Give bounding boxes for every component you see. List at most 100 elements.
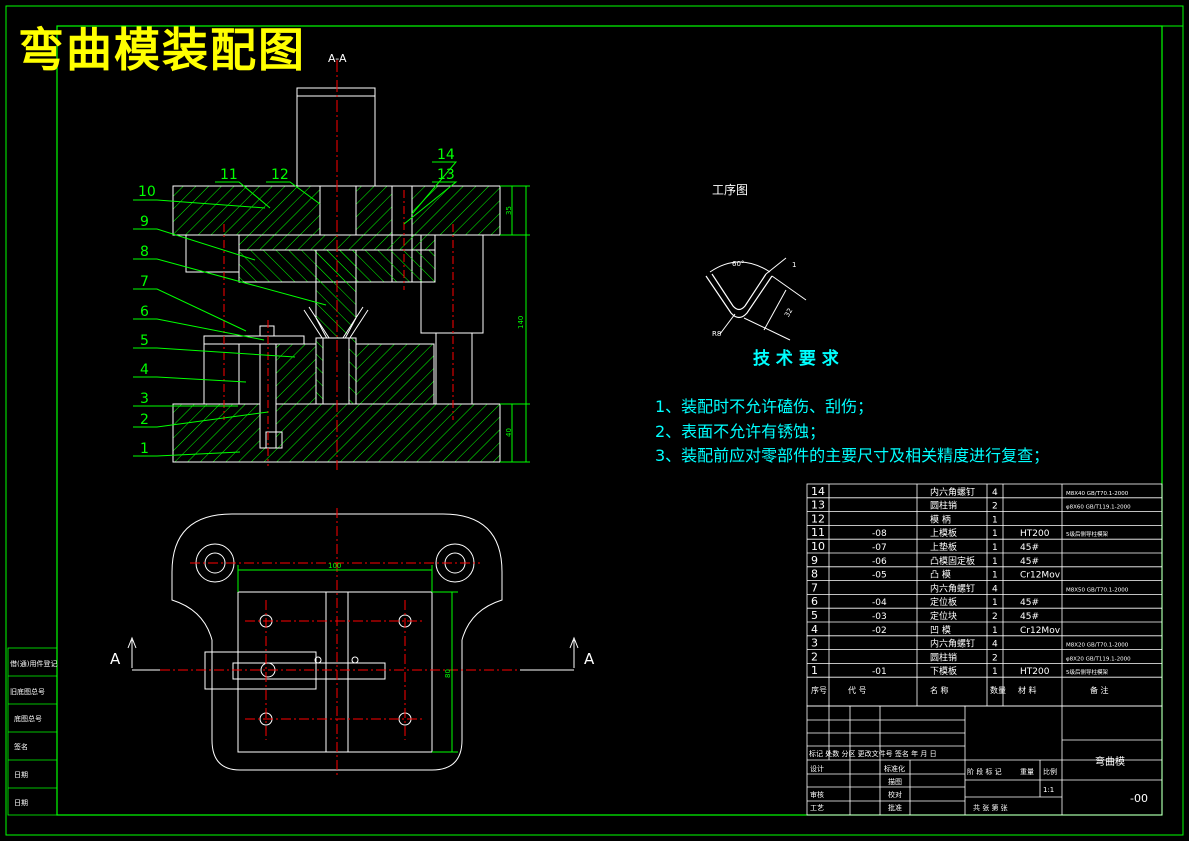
- plan-view: 100 80 A A: [110, 508, 595, 775]
- section-label-top: A-A: [328, 52, 347, 65]
- part-label-14: 14: [437, 147, 455, 163]
- bom-cell-note: 5级后侧导柱模架: [1066, 530, 1108, 538]
- bom-header-code: 代 号: [848, 685, 867, 695]
- bom-cell-no: 13: [811, 499, 825, 512]
- drawing-no: -00: [1130, 792, 1148, 805]
- part-label-8: 8: [140, 244, 149, 260]
- bom-cell-code: -04: [872, 598, 887, 608]
- bom-cell-mat: HT200: [1020, 667, 1050, 677]
- dim-total-height: 140: [517, 316, 525, 329]
- bom-cell-code: -03: [872, 612, 887, 622]
- bom-cell-qty: 1: [992, 571, 998, 581]
- bom-cell-qty: 2: [992, 653, 998, 663]
- v-part: [705, 275, 773, 319]
- tb-scale: 1:1: [1043, 786, 1054, 794]
- bom-cell-note: M8X50 GB/T70.1-2000: [1066, 587, 1129, 593]
- bom-cell-no: 9: [811, 554, 818, 567]
- outer-border: [5, 5, 1184, 836]
- bom-cell-code: -05: [872, 571, 887, 581]
- bom-cell-note: M8X20 GB/T70.1-2000: [1066, 643, 1129, 649]
- punch: [315, 249, 357, 349]
- part-label-11: 11: [220, 167, 238, 183]
- bom-cell-mat: HT200: [1020, 529, 1050, 539]
- side-4: 签名: [14, 742, 28, 751]
- bom-cell-no: 1: [811, 664, 818, 677]
- bom-cell-qty: 4: [992, 640, 998, 650]
- bom-cell-qty: 2: [992, 612, 998, 622]
- tb-sheets: 共 张 第 张: [973, 803, 1008, 812]
- bom-cell-qty: 1: [992, 515, 998, 525]
- section-mark-right: A: [584, 650, 595, 668]
- side-6: 日期: [14, 799, 28, 807]
- dim-lower-plate: 40: [505, 428, 513, 437]
- part-label-10: 10: [138, 184, 156, 200]
- tech-req-2: 2、表面不允许有锈蚀；: [655, 422, 825, 441]
- bom-cell-code: -02: [872, 626, 887, 636]
- bom-cell-mat: 45#: [1020, 557, 1039, 567]
- bom-cell-no: 6: [811, 595, 818, 608]
- side-1: 借(通)用件登记: [10, 659, 57, 668]
- tb-drawn: 描图: [888, 777, 902, 786]
- bom-cell-mat: 45#: [1020, 543, 1039, 553]
- tb-stage: 阶 段 标 记: [967, 767, 1002, 776]
- tb-check: 校对: [888, 790, 902, 799]
- bom-cell-code: -01: [872, 667, 887, 677]
- bom-cell-name: 内六角螺钉: [930, 582, 975, 594]
- side-2: 旧底图总号: [10, 687, 45, 696]
- bom-cell-note: M8X40 GB/T70.1-2000: [1066, 491, 1129, 497]
- part-label-4: 4: [140, 362, 149, 378]
- bom-cell-qty: 1: [992, 598, 998, 608]
- dim-radius: R8: [712, 330, 721, 338]
- tb-weight: 重量: [1020, 768, 1034, 776]
- bom-cell-name: 内六角螺钉: [930, 638, 975, 650]
- part-label-7: 7: [140, 274, 149, 290]
- dim-angle: 60°: [732, 260, 744, 268]
- tb-design: 设计: [810, 764, 824, 773]
- bom-cell-no: 14: [811, 485, 825, 498]
- part-label-6: 6: [140, 304, 149, 320]
- bom-cell-qty: 2: [992, 502, 998, 512]
- bom-table: [806, 483, 1163, 707]
- bom-header-qty: 数量: [990, 685, 1006, 695]
- bom-cell-note: φ8X60 GB/T119.1-2000: [1066, 505, 1131, 511]
- bom-cell-name: 圆柱销: [930, 651, 957, 663]
- bom-cell-name: 凸 模: [930, 570, 951, 581]
- locating-plate: [203, 335, 305, 345]
- bom-cell-name: 内六角螺钉: [930, 486, 975, 498]
- tb-process: 工艺: [810, 804, 824, 812]
- bom-cell-code: -06: [872, 557, 887, 567]
- dim-plan-height: 80: [444, 669, 452, 678]
- bom-cell-code: -08: [872, 529, 887, 539]
- bom-cell-name: 模 柄: [930, 513, 951, 525]
- process-diagram: 工序图 60° 1 32 R8: [705, 182, 807, 341]
- part-label-1: 1: [140, 441, 149, 457]
- bom-cell-qty: 1: [992, 529, 998, 539]
- bom-cell-no: 12: [811, 512, 825, 525]
- plan-outline: [171, 513, 503, 771]
- tb-standard: 标准化: [884, 764, 905, 773]
- bom-cell-code: -07: [872, 543, 887, 553]
- dim-thickness: 1: [792, 261, 796, 269]
- bom-cell-name: 定位板: [930, 596, 957, 608]
- bom-header-mat: 材 料: [1018, 685, 1037, 695]
- bom-cell-qty: 1: [992, 543, 998, 553]
- bom-cell-qty: 4: [992, 488, 998, 498]
- bom-header-name: 名 称: [930, 685, 949, 695]
- bom-cell-name: 圆柱销: [930, 500, 957, 512]
- drawing-title: 弯曲模装配图: [18, 23, 306, 77]
- inner-border: [56, 25, 1163, 816]
- bom-header-note: 备 注: [1090, 685, 1109, 695]
- part-label-2: 2: [140, 412, 149, 428]
- drawing-name: 弯曲模: [1095, 755, 1125, 768]
- tech-title: 技 术 要 求: [753, 348, 839, 369]
- bom-cell-name: 凹 模: [930, 625, 951, 636]
- bom-cell-note: 5级后侧导柱模架: [1066, 668, 1108, 676]
- part-label-13: 13: [437, 167, 455, 183]
- bom-cell-qty: 1: [992, 626, 998, 636]
- part-label-9: 9: [140, 214, 149, 230]
- tb-scale-label: 比例: [1043, 767, 1057, 776]
- bom-cell-qty: 1: [992, 557, 998, 567]
- bom-cell-mat: Cr12Mov: [1020, 626, 1061, 636]
- bom-cell-name: 上垫板: [930, 541, 957, 553]
